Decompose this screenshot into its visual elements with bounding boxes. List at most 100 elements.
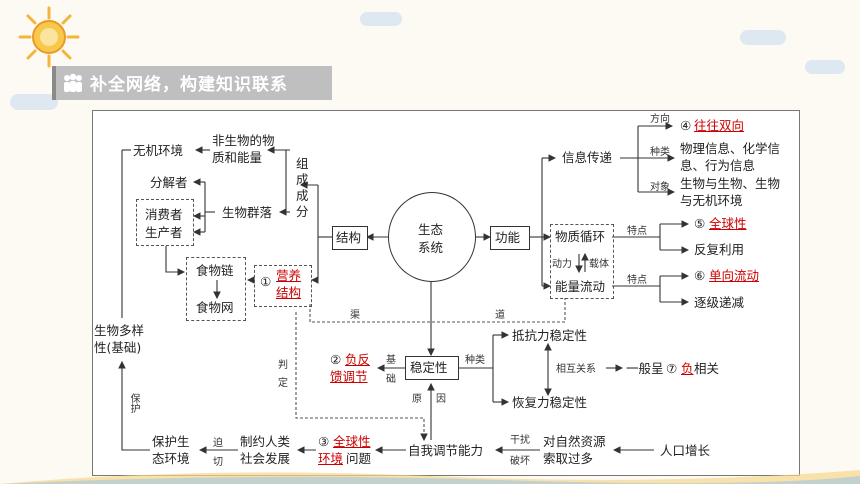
composition-char-1: 组 — [296, 156, 309, 171]
stability-kind-label: 种类 — [465, 355, 485, 366]
global-problem-answer-1: 全球性 — [333, 434, 371, 449]
trait-label-2: 特点 — [627, 275, 647, 286]
kind-line2: 息、行为信息 — [680, 158, 756, 173]
over-demand-line1: 对自然资源 — [543, 434, 606, 449]
direction-label: 方向 — [650, 114, 670, 125]
force-char-2: 切 — [213, 457, 223, 468]
composition-char-2: 成 — [296, 172, 309, 187]
producer: 生产者 — [145, 225, 183, 240]
direction-answer: 往往双向 — [694, 118, 745, 133]
basis-char-1: 基 — [386, 355, 396, 366]
object-line2: 与无机环境 — [680, 193, 743, 208]
interfere-char-2: 破坏 — [510, 456, 530, 467]
protect-label: 保护 — [128, 393, 139, 413]
section-title: 补全网络，构建知识联系 — [90, 75, 288, 95]
judge-char-2: 定 — [278, 378, 288, 389]
object-line1: 生物与生物、生物 — [680, 176, 781, 191]
biodiversity-line1: 生物多样 — [94, 323, 145, 338]
biocommunity: 生物群落 — [222, 205, 273, 220]
protect-line1: 保护生 — [152, 434, 190, 449]
population-growth: 人口增长 — [660, 443, 711, 458]
people-icon — [64, 73, 82, 92]
over-demand-line2: 索取过多 — [543, 451, 594, 466]
cycle-flow-box — [550, 224, 614, 299]
self-regulation: 自我调节能力 — [408, 443, 484, 458]
channel-char-2: 道 — [495, 310, 505, 321]
trophic-answer-1: 营养 — [276, 268, 302, 283]
object-label: 对象 — [650, 182, 670, 193]
global-num: ⑤ — [694, 216, 706, 231]
material-cycle: 物质循环 — [555, 229, 606, 244]
constrain-line2: 社会发展 — [240, 451, 291, 466]
judge-char-1: 判 — [278, 360, 288, 371]
protect-line2: 态环境 — [152, 451, 190, 466]
abiotic-matter-line2: 质和能量 — [212, 150, 263, 165]
bottom-decoration — [0, 470, 860, 484]
info-transfer: 信息传递 — [562, 150, 613, 165]
force-char-1: 迫 — [213, 438, 223, 449]
cloud-decoration — [805, 60, 845, 74]
reuse: 反复利用 — [694, 242, 745, 257]
channel-char-1: 渠 — [350, 310, 360, 321]
trophic-structure-box — [254, 265, 312, 307]
feedback-num: ② — [330, 352, 342, 367]
ecosystem-label-1: 生态 — [418, 222, 444, 237]
feedback-answer-2: 馈调节 — [330, 369, 368, 384]
general-suffix: 相关 — [694, 361, 720, 376]
structure-label: 结构 — [336, 230, 362, 245]
kind-line1: 物理信息、化学信 — [680, 141, 781, 156]
composition-char-3: 成 — [296, 188, 309, 203]
kind-label: 种类 — [650, 147, 670, 158]
stability-label: 稳定性 — [410, 360, 448, 375]
carrier-label: 载体 — [589, 259, 609, 270]
energy-flow: 能量流动 — [555, 279, 606, 294]
relation-label: 相互关系 — [556, 364, 596, 375]
section-title-bar: 补全网络，构建知识联系 — [52, 66, 332, 100]
global-problem-suffix: 问题 — [346, 451, 372, 466]
reason-char-1: 原 — [412, 394, 422, 405]
stability-box — [405, 356, 459, 380]
global-problem-answer-2: 环境 — [318, 451, 344, 466]
function-label: 功能 — [495, 230, 521, 245]
concept-map-panel — [92, 110, 800, 476]
oneway-answer: 单向流动 — [709, 268, 760, 283]
general-num: ⑦ — [666, 361, 678, 376]
structure-box — [332, 226, 368, 250]
general-answer: 负 — [681, 361, 694, 376]
power-label: 动力 — [552, 259, 572, 270]
food-chain: 食物链 — [196, 263, 234, 278]
interfere-char-1: 干扰 — [510, 435, 530, 446]
ecosystem-label-2: 系统 — [418, 240, 444, 255]
cloud-decoration — [10, 94, 58, 110]
function-box — [490, 226, 530, 250]
decrease: 逐级递减 — [694, 295, 745, 310]
food-web: 食物网 — [196, 300, 234, 315]
cloud-decoration — [740, 30, 786, 45]
oneway-num: ⑥ — [694, 268, 706, 283]
food-chain-box — [186, 257, 246, 321]
resist-stability: 抵抗力稳定性 — [512, 328, 588, 343]
constrain-line1: 制约人类 — [240, 434, 291, 449]
biodiversity-line2: 性(基础) — [94, 340, 142, 355]
composition-char-4: 分 — [296, 204, 309, 219]
ecosystem-circle — [388, 192, 476, 282]
reason-char-2: 因 — [436, 394, 446, 405]
decomposer: 分解者 — [150, 175, 188, 190]
feedback-answer-1: 负反 — [345, 352, 371, 367]
recover-stability: 恢复力稳定性 — [512, 395, 588, 410]
producer-consumer-box — [136, 199, 194, 246]
global-problem-num: ③ — [318, 434, 330, 449]
abiotic-matter-line1: 非生物的物 — [212, 133, 275, 148]
abiotic-env: 无机环境 — [133, 143, 184, 158]
trophic-answer-2: 结构 — [276, 285, 302, 300]
global-answer: 全球性 — [709, 216, 747, 231]
direction-num: ④ — [680, 118, 692, 133]
consumer: 消费者 — [145, 207, 183, 222]
sun-icon — [18, 6, 80, 68]
general-prefix: 一般呈 — [626, 361, 664, 376]
trait-label-1: 特点 — [627, 226, 647, 237]
basis-char-2: 础 — [386, 374, 396, 385]
trophic-num: ① — [260, 274, 272, 289]
cloud-decoration — [360, 12, 402, 26]
